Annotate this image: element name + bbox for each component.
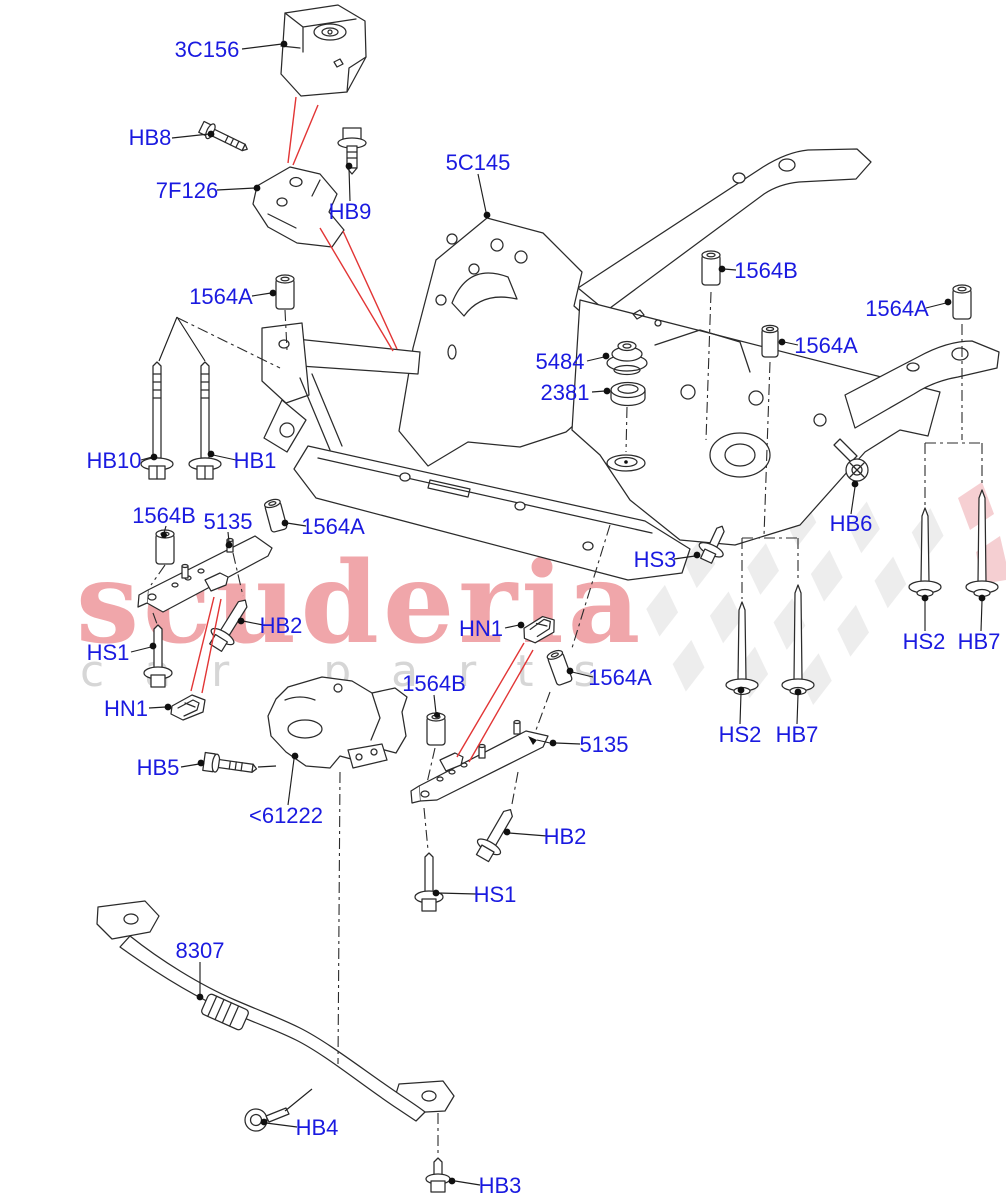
part-label-1564b-top-right[interactable]: 1564B	[734, 258, 798, 283]
plate-5135-upper-drawing	[137, 535, 273, 613]
part-label-1564a-center[interactable]: 1564A	[588, 665, 652, 690]
part-label-hb3[interactable]: HB3	[478, 1173, 522, 1198]
part-label-hn1-center[interactable]: HN1	[458, 616, 504, 641]
bolt-hb2-upper-drawing	[209, 599, 248, 652]
bolt-hs1-lower-drawing	[414, 852, 444, 912]
part-label-1564b-left[interactable]: 1564B	[132, 503, 196, 528]
bushing-1564a-center-drawing	[546, 649, 573, 686]
stabilizer-bar-8307-drawing	[96, 900, 455, 1122]
subframe-crossmember-drawing	[261, 148, 1000, 581]
bushing-1564a-left-mid-drawing	[263, 498, 288, 533]
red-highlight-lines	[190, 96, 534, 763]
part-label-5135-lower[interactable]: 5135	[579, 732, 629, 757]
mount-block-3c156-drawing	[280, 4, 367, 97]
stud-hb7-inner-drawing	[781, 584, 815, 696]
part-label-2381[interactable]: 2381	[540, 380, 590, 405]
projection-bracket-lines	[158, 316, 206, 362]
part-label-hs3[interactable]: HS3	[633, 547, 677, 572]
part-label-5c145[interactable]: 5C145	[445, 150, 511, 175]
part-label-1564a-far-right[interactable]: 1564A	[865, 296, 929, 321]
bolt-hb9-drawing	[337, 127, 367, 175]
bracket-7f126-drawing	[252, 166, 345, 248]
part-label-hb7-outer[interactable]: HB7	[957, 629, 1001, 654]
part-label-hb7-inner[interactable]: HB7	[775, 722, 819, 747]
stud-hb7-outer-drawing	[965, 489, 999, 598]
bolt-hb8-drawing	[198, 120, 248, 152]
clip-hn1-left-drawing	[170, 694, 206, 721]
part-label-1564b-center[interactable]: 1564B	[402, 671, 466, 696]
leader-lines	[130, 40, 986, 1186]
part-label-61222[interactable]: <61222	[248, 803, 324, 828]
installed-grommet-drawing	[606, 454, 646, 472]
part-label-5484[interactable]: 5484	[535, 349, 585, 374]
part-label-hs1-left[interactable]: HS1	[86, 640, 130, 665]
bolt-hb6-drawing	[833, 438, 869, 482]
bolt-hb3-drawing	[425, 1157, 451, 1193]
clip-hn1-center-drawing	[523, 615, 555, 644]
bolt-hs3-drawing	[698, 525, 725, 564]
part-label-3c156[interactable]: 3C156	[174, 37, 240, 62]
part-label-1564a-left[interactable]: 1564A	[189, 284, 253, 309]
bolt-hb4-drawing	[244, 1107, 290, 1132]
bolt-hb2-lower-drawing	[475, 808, 513, 863]
part-label-hb2-lower[interactable]: HB2	[543, 824, 587, 849]
part-label-hb8[interactable]: HB8	[128, 125, 172, 150]
projection-lines	[150, 291, 983, 1156]
part-label-7f126[interactable]: 7F126	[155, 178, 219, 203]
bolt-hb10-drawing	[140, 361, 174, 480]
part-label-1564a-left-mid[interactable]: 1564A	[301, 514, 365, 539]
part-label-hs1-lower[interactable]: HS1	[473, 882, 517, 907]
part-label-hb4[interactable]: HB4	[295, 1115, 339, 1140]
part-label-hs2-outer[interactable]: HS2	[902, 629, 946, 654]
bushing-1564a-far-right-drawing	[952, 284, 972, 320]
part-label-hb1[interactable]: HB1	[233, 448, 277, 473]
bracket-61222-drawing	[267, 676, 408, 769]
grommet-5484-drawing	[606, 340, 648, 376]
bushing-1564b-top-right-drawing	[701, 250, 721, 286]
bolt-hs1-left-drawing	[143, 624, 173, 688]
part-label-hn1-left[interactable]: HN1	[103, 696, 149, 721]
ring-2381-drawing	[610, 381, 646, 407]
part-label-hb2-upper[interactable]: HB2	[259, 613, 303, 638]
part-label-hs2-inner[interactable]: HS2	[718, 722, 762, 747]
part-label-hb6[interactable]: HB6	[829, 511, 873, 536]
part-label-1564a-mid-right[interactable]: 1564A	[794, 333, 858, 358]
bolt-hb1-drawing	[188, 361, 222, 480]
bolt-hb5-drawing	[202, 751, 258, 773]
bushing-1564a-mid-right-drawing	[761, 324, 779, 358]
part-label-hb10[interactable]: HB10	[86, 448, 142, 473]
plate-5135-lower-drawing	[410, 719, 549, 804]
stud-hs2-outer-drawing	[908, 507, 942, 598]
bushing-1564a-left-top-drawing	[275, 274, 295, 310]
part-label-5135-upper[interactable]: 5135	[203, 509, 253, 534]
part-label-hb9[interactable]: HB9	[328, 199, 372, 224]
part-label-8307[interactable]: 8307	[175, 938, 225, 963]
part-label-hb5[interactable]: HB5	[136, 755, 180, 780]
